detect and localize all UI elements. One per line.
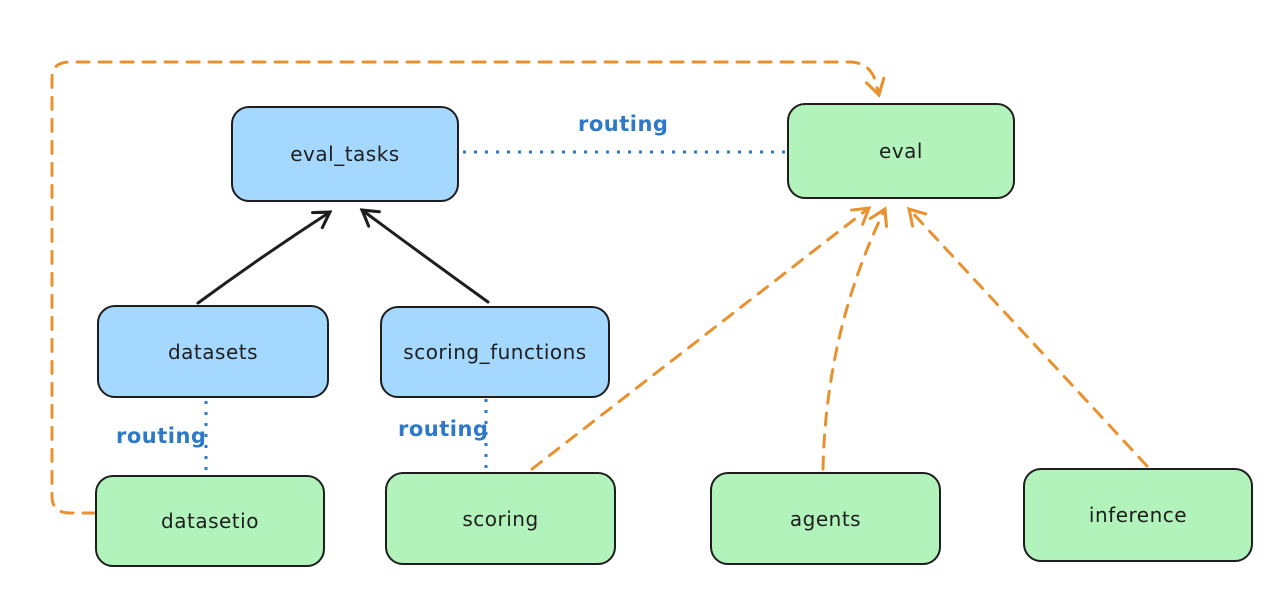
edge-scoring-functions-to-eval-tasks	[359, 208, 490, 304]
node-eval-tasks: eval_tasks	[231, 106, 459, 202]
node-scoring: scoring	[385, 472, 616, 565]
node-agents-label: agents	[789, 506, 862, 531]
node-inference-label: inference	[1088, 503, 1188, 527]
edge-agents-to-eval	[821, 206, 889, 471]
node-datasets: datasets	[97, 305, 329, 398]
node-scoring-label: scoring	[462, 506, 539, 531]
node-agents: agents	[710, 472, 941, 565]
node-datasetio-label: datasetio	[161, 509, 259, 533]
node-scoring-functions: scoring_functions	[380, 306, 610, 398]
routing-label-eval-tasks-eval: routing	[578, 112, 669, 136]
node-eval-label: eval	[879, 139, 923, 163]
node-eval-tasks-label: eval_tasks	[290, 142, 400, 166]
edge-datasets-to-eval-tasks	[196, 210, 333, 305]
routing-label-scoring-functions-scoring: routing	[398, 417, 489, 441]
edge-datasetio-to-eval	[50, 60, 886, 515]
node-eval: eval	[787, 103, 1015, 199]
node-datasetio: datasetio	[95, 475, 325, 567]
edge-scoring-to-eval	[530, 206, 872, 471]
routing-label-datasets-datasetio: routing	[116, 424, 207, 448]
edge-inference-to-eval	[907, 206, 1149, 468]
node-scoring-functions-label: scoring_functions	[403, 340, 587, 364]
node-inference: inference	[1023, 468, 1253, 562]
node-datasets-label: datasets	[167, 339, 259, 364]
